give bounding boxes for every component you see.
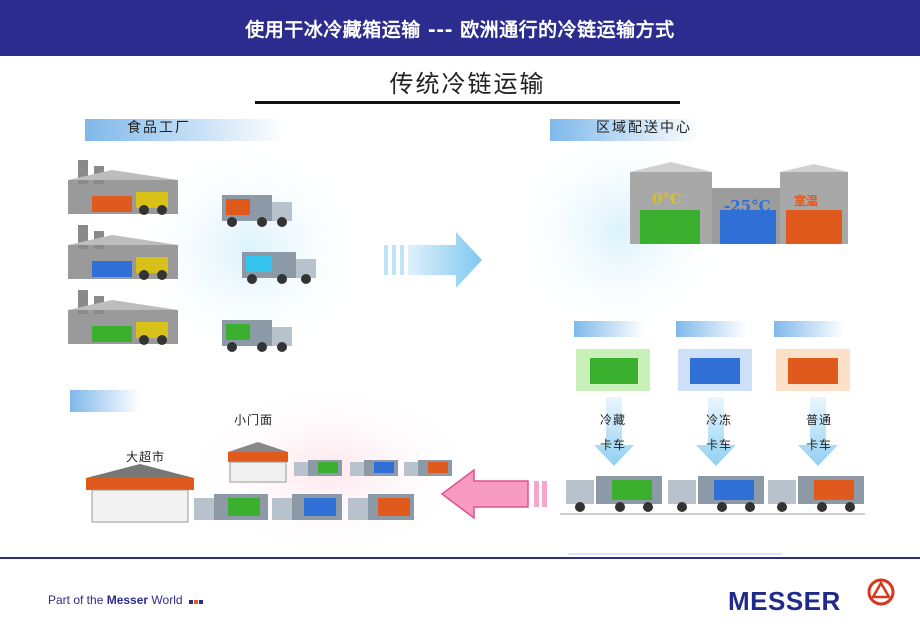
small-store-label: 小门面 [234,413,274,427]
chilled-pallet [590,358,638,384]
ambient-truck [768,476,864,512]
small-truck-orange [404,460,452,476]
header-title: 使用干冰冷藏箱运输 --- 欧洲通行的冷链运输方式 [245,18,675,41]
frozen-down-arrow [696,397,736,466]
retail-section-bar [70,390,140,412]
distribution-center-label: 区域配送中心 [596,120,692,136]
background-glow-blue-left [130,140,370,360]
right-arrow [384,232,482,288]
supermarket-label: 大超市 [126,450,166,464]
messer-logo-icon [867,578,895,606]
ambient-section-bar [774,321,844,337]
chilled-truck [566,476,662,512]
small-truck-blue [350,460,398,476]
chilled-temperature: 0°C [652,190,682,208]
footer-divider [0,557,920,559]
left-arrow-pink [440,468,547,520]
distribution-warehouse [630,162,848,244]
factory-label: 食品工厂 [127,120,191,136]
ground-line [560,513,865,515]
small-store [228,442,288,483]
cold-chain-diagram [68,119,865,557]
factory-frozen [68,225,178,280]
bottom-divider [568,553,782,555]
truck-blue-cargo [242,252,316,284]
factory-section-bar [85,119,285,141]
tagline-prefix: Part of the [48,593,107,607]
tagline-suffix: World [148,593,183,607]
ambient-truck-label-1: 普通 [806,413,833,427]
slide-title: 传统冷链运输 [389,70,546,98]
truck-blue-store [272,494,342,520]
tagline-dots-icon [188,593,203,607]
ambient-truck-label-2: 卡车 [806,438,833,452]
title-underline [255,101,680,104]
header-bar: 使用干冰冷藏箱运输 --- 欧洲通行的冷链运输方式 [0,0,920,56]
messer-logo: MESSER [728,586,841,616]
truck-orange-cargo [222,195,292,227]
truck-orange-store [348,494,414,520]
tagline-brand: Messer [106,593,149,607]
frozen-truck [668,476,764,512]
truck-green-cargo [222,320,292,352]
factory-chilled-2 [68,290,178,345]
ambient-down-arrow [798,397,838,466]
frozen-truck-label-2: 卡车 [706,438,733,452]
supermarket [86,464,194,523]
frozen-temperature: -25°C [724,197,771,215]
distribution-section-bar [550,119,700,141]
frozen-truck-label-1: 冷冻 [706,413,733,427]
frozen-pallet [690,358,740,384]
ambient-pallet [788,358,838,384]
footer-tagline: Part of the Messer World [48,593,203,607]
factory-chilled [68,160,178,215]
chilled-section-bar [574,321,644,337]
frozen-section-bar [676,321,746,337]
small-truck-green [294,460,342,476]
chilled-down-arrow [594,397,634,466]
chilled-truck-label-1: 冷藏 [600,413,627,427]
truck-green-store [194,494,268,520]
chilled-truck-label-2: 卡车 [600,438,627,452]
ambient-temperature: 室温 [794,194,819,208]
